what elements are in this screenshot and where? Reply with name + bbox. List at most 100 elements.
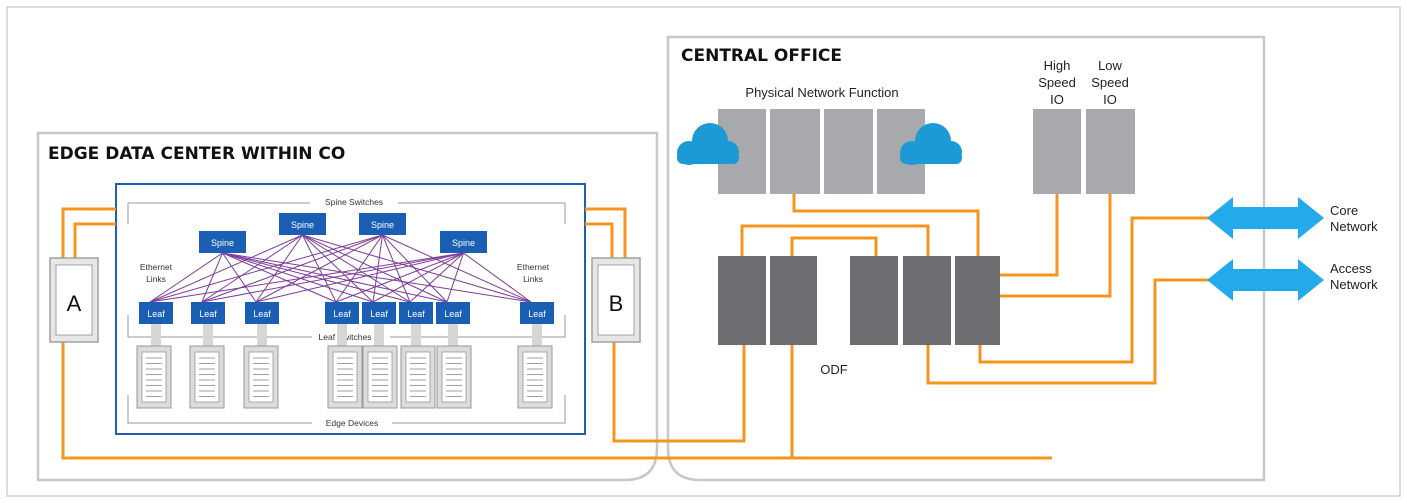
leaf-connector: [374, 324, 384, 348]
pnf-label: Physical Network Function: [745, 85, 898, 100]
edge-device[interactable]: [400, 345, 436, 409]
mesh-link: [335, 234, 383, 303]
leaf-label: Leaf: [444, 309, 462, 319]
leaf-connector: [151, 324, 161, 348]
odf-to-core: [978, 216, 1215, 364]
mesh-link: [149, 252, 223, 303]
spine-switch[interactable]: Spine: [199, 231, 246, 253]
node-a-label: A: [67, 291, 82, 316]
leaf-switch[interactable]: Leaf: [399, 302, 433, 324]
odf-rack-2: [770, 256, 817, 345]
spine-label: Spine: [291, 220, 314, 230]
mesh-link: [302, 234, 374, 303]
leaf-label: Leaf: [370, 309, 388, 319]
mesh-link: [446, 252, 464, 303]
spine-switch[interactable]: Spine: [279, 213, 326, 235]
odf-rack-4: [903, 256, 951, 345]
high-speed-line1: High: [1044, 58, 1071, 73]
mesh-link: [201, 252, 464, 303]
edge-devices-label: Edge Devices: [326, 418, 378, 428]
leaf-label: Leaf: [333, 309, 351, 319]
mesh-link: [222, 252, 337, 303]
ethernet-links-left-line1: Ethernet: [140, 262, 173, 272]
access-network-line1: Access: [1330, 261, 1372, 276]
pnf-to-odf: [792, 194, 980, 256]
spine-label: Spine: [211, 238, 234, 248]
mesh-link: [201, 234, 383, 303]
leaf-switch[interactable]: Leaf: [191, 302, 225, 324]
spine-switch[interactable]: Spine: [440, 231, 487, 253]
access-network-arrow-icon: [1207, 259, 1324, 301]
mesh-link: [463, 252, 532, 303]
edge-device[interactable]: [362, 345, 398, 409]
edge-device[interactable]: [327, 345, 363, 409]
low-speed-line1: Low: [1098, 58, 1122, 73]
central-office-container: [666, 35, 1266, 482]
odf-rack-3: [850, 256, 898, 345]
mesh-link: [372, 234, 383, 303]
pnf-racks: [718, 109, 925, 194]
edge-device[interactable]: [436, 345, 472, 409]
leaf-label: Leaf: [407, 309, 425, 319]
ethernet-links-left-line2: Links: [146, 274, 166, 284]
spine-switches-label: Spine Switches: [325, 197, 383, 207]
edge-dc-title: EDGE DATA CENTER WITHIN CO: [48, 144, 345, 164]
leaf-switch[interactable]: Leaf: [139, 302, 173, 324]
pnf-rack-2: [770, 109, 820, 194]
core-network-line1: Core: [1330, 203, 1358, 218]
edge-device[interactable]: [517, 345, 553, 409]
link-b-top-inner: [585, 222, 614, 258]
mesh-link: [335, 252, 464, 303]
odf-rack-1: [718, 256, 766, 345]
leaf-label: Leaf: [253, 309, 271, 319]
access-network-line2: Network: [1330, 277, 1378, 292]
leaf-spine-fabric-box: [115, 183, 586, 435]
mesh-link: [149, 252, 464, 303]
high-speed-line3: IO: [1050, 92, 1064, 107]
mesh-link: [382, 234, 532, 303]
edge-device[interactable]: [136, 345, 172, 409]
mesh-link: [255, 234, 383, 303]
core-network-arrow-icon: [1207, 197, 1324, 239]
pnf-rack-3: [824, 109, 873, 194]
leaf-switch[interactable]: Leaf: [362, 302, 396, 324]
edge-device[interactable]: [189, 345, 225, 409]
spine-label: Spine: [371, 220, 394, 230]
mesh-link: [382, 234, 448, 303]
node-a[interactable]: A: [49, 257, 99, 343]
mesh-link: [372, 252, 464, 303]
spine-switch[interactable]: Spine: [359, 213, 406, 235]
odf-label: ODF: [820, 362, 848, 377]
leaf-switch[interactable]: Leaf: [325, 302, 359, 324]
link-a-odf: [63, 345, 794, 460]
mesh-link: [222, 252, 374, 303]
odf-to-high-speed: [1000, 194, 1059, 277]
node-b-label: B: [609, 291, 624, 316]
odf-to-low-speed: [1000, 194, 1112, 298]
edge-device[interactable]: [243, 345, 279, 409]
leaf-connector: [337, 324, 347, 348]
leaf-label: Leaf: [199, 309, 217, 319]
leaf-connector: [532, 324, 542, 348]
leaf-switch[interactable]: Leaf: [245, 302, 279, 324]
mesh-link: [302, 234, 411, 303]
mesh-link: [222, 252, 411, 303]
leaf-switch[interactable]: Leaf: [436, 302, 470, 324]
link-a-top-inner: [73, 222, 116, 260]
odf-patch-1: [740, 224, 930, 256]
spine-leaf-mesh: [149, 234, 532, 303]
leaf-label: Leaf: [528, 309, 546, 319]
link-a-top-outer: [61, 207, 116, 260]
low-speed-io-rack: [1086, 109, 1135, 194]
node-b[interactable]: B: [591, 257, 641, 343]
edge-dc-container: [36, 131, 659, 482]
odf-racks: [718, 256, 1000, 345]
leaf-label: Leaf: [147, 309, 165, 319]
odf-patch-2: [790, 236, 878, 256]
edge-devices: [136, 324, 553, 409]
mesh-link: [302, 234, 532, 303]
leaf-switch[interactable]: Leaf: [520, 302, 554, 324]
